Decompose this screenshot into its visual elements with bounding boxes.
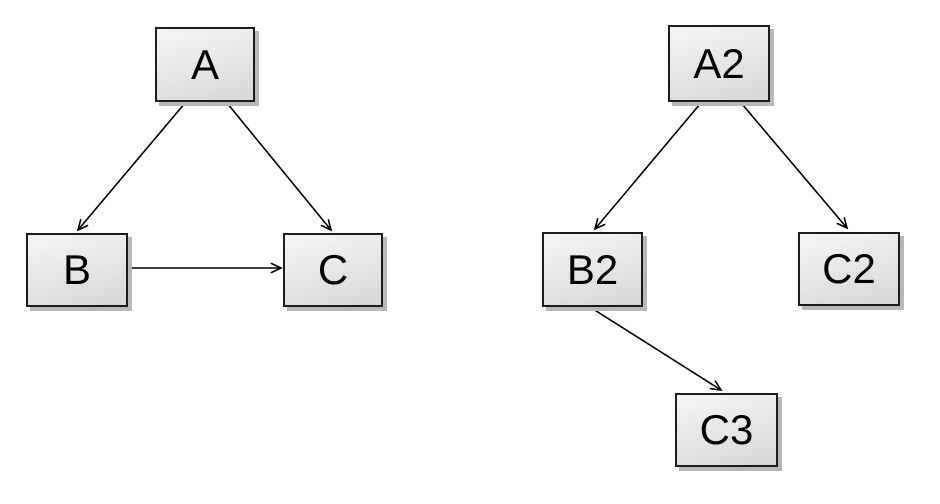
- node-C[interactable]: C: [283, 233, 383, 307]
- node-label: C: [317, 246, 349, 293]
- edge-A-to-C: [226, 102, 333, 232]
- edge-A-to-B: [76, 102, 186, 232]
- node-label: C3: [699, 406, 754, 453]
- edge-group: [76, 102, 849, 391]
- node-B[interactable]: B: [26, 233, 128, 307]
- node-label: B2: [566, 245, 619, 293]
- node-C3[interactable]: C3: [675, 393, 778, 467]
- edge-A2-to-C2: [741, 103, 849, 230]
- node-label: C2: [822, 245, 876, 292]
- node-B2[interactable]: B2: [542, 232, 643, 307]
- node-A2[interactable]: A2: [668, 25, 770, 102]
- node-label: A: [190, 40, 219, 88]
- node-A[interactable]: A: [155, 27, 255, 102]
- edge-A2-to-B2: [593, 103, 701, 231]
- edge-B2-to-C3: [592, 308, 723, 391]
- node-C2[interactable]: C2: [798, 232, 900, 306]
- node-label: B: [62, 246, 91, 293]
- node-label: A2: [693, 39, 745, 87]
